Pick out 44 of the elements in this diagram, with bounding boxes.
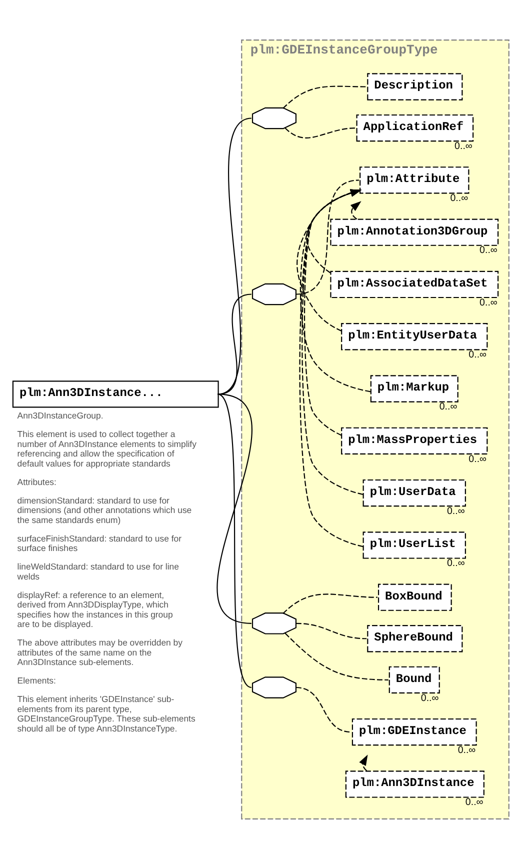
connector <box>282 594 378 614</box>
node-octagon <box>252 283 296 306</box>
arrow <box>299 189 364 548</box>
arrow <box>296 189 362 332</box>
node-octagon <box>252 107 296 130</box>
node-label: 0..∞ <box>468 349 487 360</box>
connector <box>284 127 356 138</box>
connector <box>284 632 388 680</box>
node-label: 0..∞ <box>480 297 498 308</box>
connector <box>217 394 252 688</box>
arrow <box>304 189 362 436</box>
node-label: This element is used to collect together a number of Ann3DInstance elements to simplify referencing and allow the specification of default values for appropriate standards <box>17 428 196 468</box>
connector <box>216 394 252 624</box>
node-label: lineWeldStandard: standard to use for line welds <box>17 562 179 582</box>
node-label: 0..∞ <box>446 506 465 517</box>
connector <box>282 86 367 109</box>
node-label: surfaceFinishStandard: standard to use for surface finishes <box>17 533 182 554</box>
connector <box>218 294 252 395</box>
node-label: Attributes: <box>17 476 56 487</box>
node-label: 0..∞ <box>439 402 458 413</box>
node-label: 0..∞ <box>420 692 439 704</box>
arrow <box>300 189 371 392</box>
node-label: 0..∞ <box>446 558 465 570</box>
node-label: Ann3DInstanceGroup. <box>17 410 104 421</box>
node-label: This element inherits 'GDEInstance' sub-elements from its parent type, GDEInstanceGroupType. These sub-elements should all be of type Ann3DInstanceType. <box>17 694 196 734</box>
arrow <box>359 754 368 772</box>
node-label: 0..∞ <box>458 744 476 756</box>
connector <box>296 180 360 295</box>
connector <box>218 118 252 395</box>
connector <box>296 686 352 733</box>
node-octagon <box>252 676 296 698</box>
node-label: 0..∞ <box>450 193 468 204</box>
connector <box>296 622 367 640</box>
node-label: displayRef: a reference to an element, derived from Ann3DDisplayType, which specifies how the instances in this group are to be displayed. <box>17 590 173 630</box>
node-label: 0..∞ <box>480 245 498 256</box>
node-label: 0..∞ <box>465 797 484 808</box>
arrow <box>350 201 362 220</box>
node-octagon <box>252 612 296 634</box>
arrow <box>302 189 364 496</box>
node-label: 0..∞ <box>468 454 487 465</box>
node-label: The above attributes may be overridden by attributes of the same name on the Ann3DInstance sub-elements. <box>17 638 182 668</box>
node-label: 0..∞ <box>454 140 472 152</box>
node-label: Elements: <box>17 676 56 686</box>
node-label: dimensionStandard: standard to use for dimensions (and other annotations which use the same standards enum) <box>17 495 192 525</box>
